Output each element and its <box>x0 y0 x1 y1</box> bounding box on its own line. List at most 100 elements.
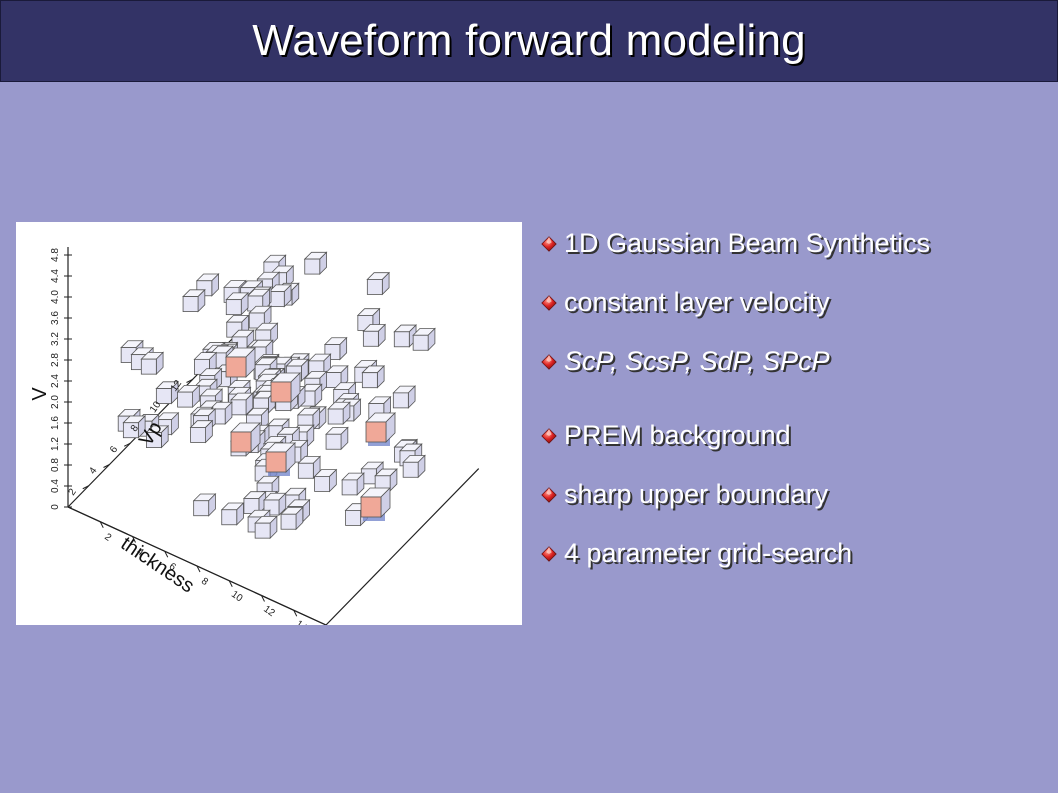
grid-cube <box>122 414 147 439</box>
bullet-text: constant layer velocity <box>564 287 830 317</box>
grid-cube <box>265 442 296 476</box>
vertical-tick-label: 2.4 <box>50 374 61 388</box>
bullet-text: 1D Gaussian Beam Synthetics <box>564 228 931 258</box>
grid-cube <box>280 506 304 531</box>
cube-front <box>297 462 314 479</box>
depth-tick <box>82 485 89 490</box>
vertical-tick-label: 1.2 <box>50 437 61 451</box>
red-gem-icon <box>541 294 557 311</box>
grid-cube <box>325 426 349 451</box>
red-gem-icon <box>541 486 557 503</box>
cube-front <box>248 312 265 329</box>
cube-front <box>365 421 387 443</box>
cube-front <box>265 451 287 473</box>
grid-cube <box>392 385 417 409</box>
depth-tick <box>186 379 193 383</box>
grid-cube <box>268 283 292 308</box>
grid-cube <box>248 305 272 329</box>
horizontal-tick <box>228 580 233 587</box>
title-bar: Waveform forward modeling <box>0 0 1058 82</box>
cube-front <box>230 431 252 453</box>
grid-cube <box>325 364 349 389</box>
horizontal-tick-label: 12 <box>261 604 277 620</box>
depth-tick-label: 6 <box>108 444 120 455</box>
horizontal-tick-label: 10 <box>229 589 245 605</box>
cube-front <box>182 296 199 312</box>
cube-front <box>393 331 410 348</box>
grid-cube <box>225 314 250 339</box>
cube-front <box>280 513 297 530</box>
cube-front <box>225 356 247 378</box>
bullet-item: PREM background <box>540 420 791 451</box>
depth-tick <box>124 442 131 447</box>
vertical-tick-label: 3.6 <box>50 311 61 325</box>
figure-svg: 00.40.81.21.62.02.42.83.23.64.04.44.8246… <box>29 247 480 625</box>
cube-front <box>177 391 193 408</box>
horizontal-tick <box>99 521 104 528</box>
grid-cube <box>140 351 165 376</box>
grid-cube <box>303 251 328 276</box>
horizontal-tick <box>196 565 201 573</box>
horizontal-axis-label: thickness <box>117 533 198 598</box>
bullet-text: sharp upper boundary <box>564 479 829 509</box>
horizontal-tick <box>261 595 265 602</box>
vertical-tick-label: 4.0 <box>50 290 61 304</box>
depth-tick <box>103 464 110 468</box>
cube-front <box>221 509 238 526</box>
grid-cube <box>327 401 351 425</box>
slide-title: Waveform forward modeling <box>252 16 806 65</box>
cube-front <box>412 334 429 351</box>
bullet-item: sharp upper boundary <box>540 479 828 510</box>
cube-front <box>225 299 242 316</box>
vertical-tick-label: 2.8 <box>50 353 61 367</box>
vertical-tick-label: 1.6 <box>50 416 61 430</box>
grid-cube <box>189 419 214 444</box>
grid-cube <box>323 336 348 361</box>
cube-front <box>140 358 157 375</box>
vertical-tick-label: 0 <box>50 504 61 510</box>
cube-front <box>327 408 344 425</box>
vertical-tick-label: 4.4 <box>50 269 61 283</box>
grid-cube <box>145 424 170 449</box>
grid-cube <box>360 487 391 521</box>
grid-cube <box>374 468 398 492</box>
depth-tick-label: 8 <box>129 423 141 434</box>
cube-front <box>268 291 285 308</box>
grid-cube <box>220 502 245 526</box>
horizontal-tick-label: 2 <box>102 532 113 544</box>
grid-cube <box>192 493 217 517</box>
cube-front <box>402 461 419 478</box>
cube-front <box>314 476 330 492</box>
red-gem-icon <box>541 353 557 370</box>
grid-cube <box>225 291 249 316</box>
cube-front <box>146 432 162 448</box>
cube-front <box>341 479 358 496</box>
horizontal-tick <box>293 610 298 617</box>
cube-front <box>325 433 342 450</box>
cube-front <box>254 522 271 539</box>
grid-cube <box>341 472 365 496</box>
grid-cube <box>297 455 322 480</box>
cube-front <box>360 496 382 518</box>
cube-front <box>304 258 321 275</box>
horizontal-tick-label: 4 <box>135 546 146 558</box>
vertical-tick-label: 0.8 <box>50 458 61 472</box>
vertical-tick-label: 2.0 <box>50 395 61 409</box>
vertical-tick-label: 4.8 <box>50 248 61 262</box>
vertical-axis-label: V <box>29 387 51 401</box>
cube-front <box>190 427 206 443</box>
cube-front <box>270 381 292 403</box>
grid-cube <box>270 372 301 403</box>
grid-cube <box>230 422 261 453</box>
cube-front <box>155 388 172 404</box>
cube-front <box>366 279 383 295</box>
red-gem-icon <box>541 427 557 444</box>
red-gem-icon <box>541 235 557 252</box>
grid-cube <box>230 392 254 416</box>
bullet-item: constant layer velocity <box>540 287 830 318</box>
horizontal-tick-label: 14 <box>293 619 309 625</box>
grid-cube <box>313 468 338 493</box>
grid-cube <box>182 288 206 313</box>
grid-cube <box>176 384 201 409</box>
